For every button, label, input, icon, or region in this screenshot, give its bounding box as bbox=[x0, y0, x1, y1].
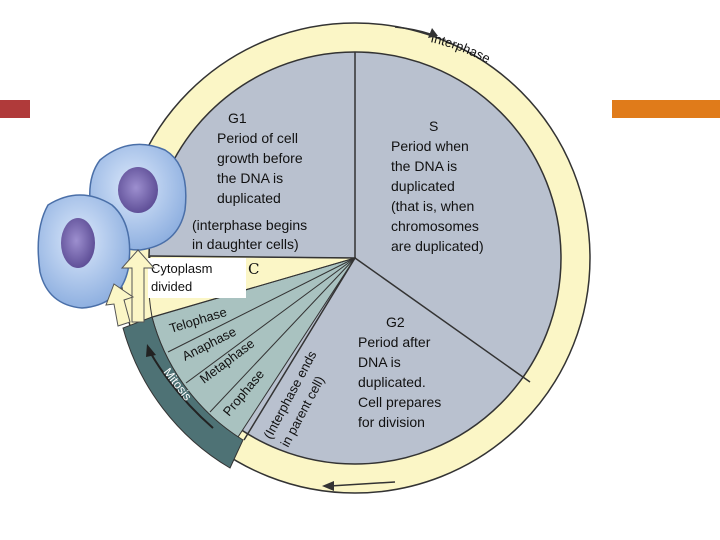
cytoplasm-line-1: Cytoplasm bbox=[151, 261, 212, 276]
divider-s-g2 bbox=[354, 257, 531, 383]
g2-line-5: for division bbox=[358, 414, 425, 430]
divider-cytoplasm bbox=[149, 255, 356, 259]
accent-bar-left bbox=[0, 100, 30, 118]
s-title: S bbox=[429, 118, 438, 134]
cytoplasm-handwritten-mark: C bbox=[248, 260, 259, 278]
s-line-5: chromosomes bbox=[391, 218, 479, 234]
cytoplasm-line-2: divided bbox=[151, 279, 192, 294]
nucleus-front bbox=[61, 218, 95, 268]
cytoplasm-label-box bbox=[148, 258, 246, 298]
arrow-to-cell-back bbox=[120, 249, 156, 323]
divider-telophase bbox=[152, 257, 356, 318]
mitosis-arrow bbox=[149, 351, 214, 429]
s-line-6: are duplicated) bbox=[391, 238, 484, 254]
s-line-4: (that is, when bbox=[391, 198, 474, 214]
ring-arrowhead-top bbox=[428, 28, 438, 38]
daughter-cell-front bbox=[37, 194, 131, 309]
ring-arrowhead-bottom bbox=[322, 481, 334, 491]
g2-line-1: Period after bbox=[358, 334, 431, 350]
g1-title: G1 bbox=[228, 110, 247, 126]
g1-line-4: duplicated bbox=[217, 190, 281, 206]
divider-anaphase bbox=[167, 257, 356, 353]
s-line-1: Period when bbox=[391, 138, 469, 154]
s-line-3: duplicated bbox=[391, 178, 455, 194]
divider-metaphase bbox=[185, 257, 356, 384]
g2-title: G2 bbox=[386, 314, 405, 330]
g1-note-2: in daughter cells) bbox=[192, 236, 299, 252]
g2-line-4: Cell prepares bbox=[358, 394, 441, 410]
nucleus-back bbox=[118, 167, 158, 213]
s-line-2: the DNA is bbox=[391, 158, 457, 174]
g1-line-1: Period of cell bbox=[217, 130, 298, 146]
g1-note-1: (interphase begins bbox=[192, 217, 307, 233]
g1-line-3: the DNA is bbox=[217, 170, 283, 186]
g2-line-3: duplicated. bbox=[358, 374, 426, 390]
ring-arrow-top bbox=[394, 26, 431, 35]
divider-prophase bbox=[209, 257, 356, 413]
g2-line-2: DNA is bbox=[358, 354, 401, 370]
arrow-to-cell-front bbox=[105, 283, 135, 327]
accent-bar-right bbox=[612, 100, 720, 118]
mitosis-arrowhead bbox=[146, 344, 156, 357]
ring-arrow-bottom bbox=[329, 481, 396, 487]
g1-line-2: growth before bbox=[217, 150, 303, 166]
divider-g2-prophase bbox=[243, 257, 356, 441]
